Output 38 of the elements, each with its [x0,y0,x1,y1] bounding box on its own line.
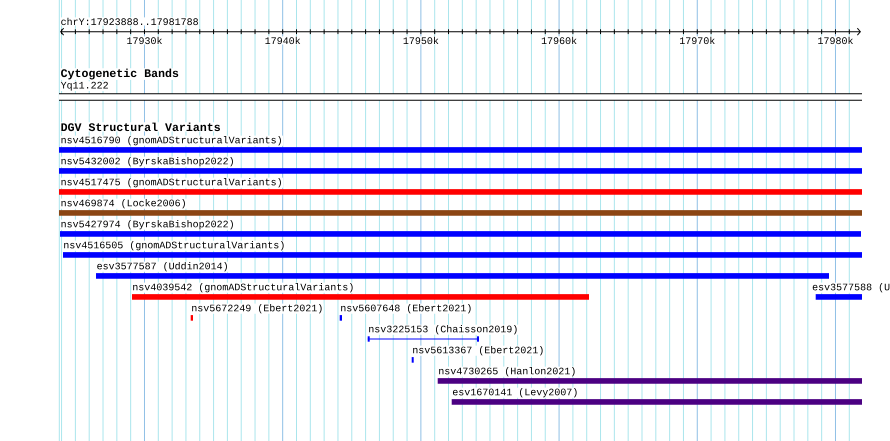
variant-bar: esv3577587 (Uddin2014) [96,262,829,279]
chromosome-band: Yq11.222 [58,81,862,101]
variant-bar: nsv4516505 (gnomADStructuralVariants) [62,240,862,258]
tick-label: 17940k [264,36,302,44]
variant-bar: esv3577588 (U [812,282,890,300]
variant-bar: nsv5672249 (Ebert2021) [190,304,324,321]
tick-label: 17960k [540,36,578,44]
variant-bar: nsv4039542 (gnomADStructuralVariants) [132,282,589,300]
variant-line: nsv3225153 (Chaisson2019) [367,324,519,342]
node-label: nsv5427974 (ByrskaBishop2022) [61,220,233,230]
variant-bar: nsv5607648 (Ebert2021) [340,304,473,321]
variant-bar: nsv5427974 (ByrskaBishop2022) [60,220,861,237]
node-label: nsv5672249 (Ebert2021) [192,304,322,314]
tick-label: 17930k [126,36,163,44]
node-label: esv1670141 (Levy2007) [452,388,577,398]
node-label: nsv5607648 (Ebert2021) [341,304,471,314]
variant-bar: nsv4517475 (gnomADStructuralVariants) [59,178,862,195]
track-heading: DGV Structural Variants [60,122,222,132]
variant-bar: nsv4730265 (Hanlon2021) [438,366,862,384]
tick-label: 17980k [817,36,854,44]
node-label: nsv4516505 (gnomADStructuralVariants) [64,241,284,250]
node-label: nsv4039542 (gnomADStructuralVariants) [133,283,353,292]
node-label: nsv4517475 (gnomADStructuralVariants) [61,178,281,188]
variant-bar: nsv469874 (Locke2006) [59,198,862,216]
variant-bar: nsv5432002 (ByrskaBishop2022) [59,156,862,174]
variant-bar: esv1670141 (Levy2007) [452,388,862,405]
node-label: nsv5613367 (Ebert2021) [413,346,543,356]
variant-bar: nsv5613367 (Ebert2021) [412,346,545,363]
node-label: nsv4730265 (Hanlon2021) [439,367,575,376]
node-label: nsv5432002 (ByrskaBishop2022) [61,157,233,166]
node-label: nsv4516790 (gnomADStructuralVariants) [61,136,281,146]
node-label: esv3577587 (Uddin2014) [97,262,227,272]
tick-label: 17970k [678,36,716,44]
node-label: nsv469874 (Locke2006) [61,199,185,208]
tick-label: 17950k [402,36,440,44]
variant-bar: nsv4516790 (gnomADStructuralVariants) [59,136,862,153]
node-label: esv3577588 (U [812,283,890,292]
location-label: chrY:17923888..17981788 [60,17,200,26]
